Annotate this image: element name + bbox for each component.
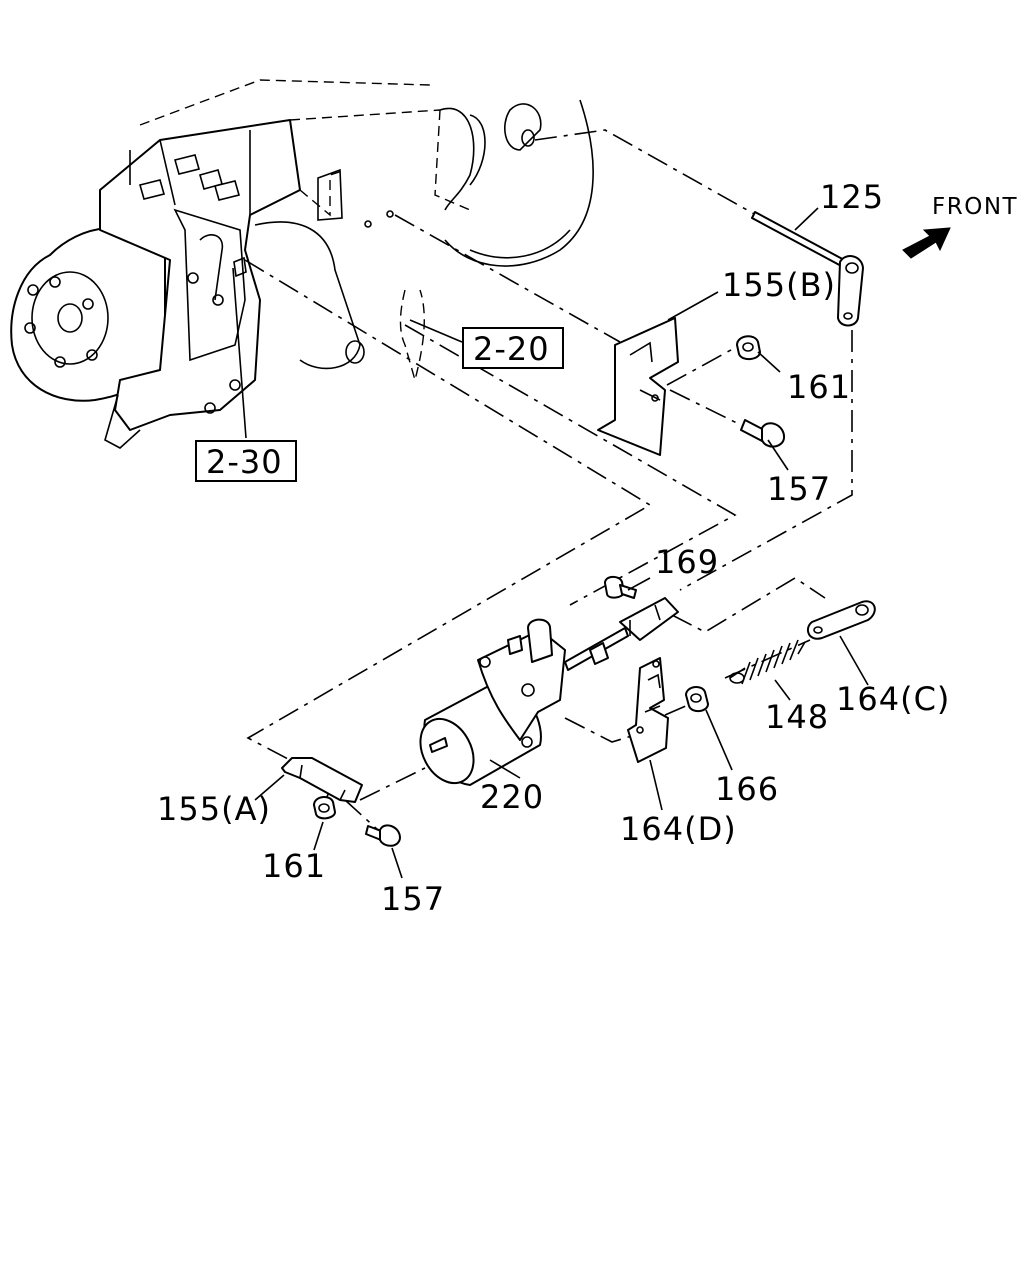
part-148-spring bbox=[729, 639, 806, 685]
part-161-nut-top bbox=[736, 335, 761, 360]
part-125-lever bbox=[751, 211, 864, 327]
label-148: 148 bbox=[765, 698, 829, 736]
label-155b: 155(B) bbox=[722, 266, 836, 304]
part-157-bolt-top bbox=[740, 419, 786, 448]
label-220: 220 bbox=[480, 778, 544, 816]
ref-box-2-30[interactable]: 2-30 bbox=[195, 440, 297, 482]
label-164d: 164(D) bbox=[620, 810, 737, 848]
label-157-top: 157 bbox=[767, 470, 831, 508]
label-166: 166 bbox=[715, 770, 779, 808]
leader-lines bbox=[232, 207, 869, 879]
part-155a-bracket bbox=[281, 757, 363, 803]
label-161-top: 161 bbox=[787, 368, 851, 406]
part-169-pin bbox=[604, 575, 637, 599]
engine-assembly bbox=[10, 79, 594, 449]
center-lines bbox=[244, 129, 853, 831]
part-164d-bracket bbox=[627, 657, 669, 763]
ref-2-20-label: 2-20 bbox=[473, 330, 550, 368]
label-157-bottom: 157 bbox=[381, 880, 445, 918]
part-164c-link bbox=[806, 600, 876, 640]
arrow-northeast-icon bbox=[902, 227, 951, 259]
ref-box-2-20[interactable]: 2-20 bbox=[462, 327, 564, 369]
label-155a: 155(A) bbox=[157, 790, 271, 828]
part-161-nut-bottom bbox=[313, 796, 336, 820]
part-166-nut bbox=[685, 686, 709, 712]
ref-2-30-label: 2-30 bbox=[206, 443, 283, 481]
part-220-actuator bbox=[419, 597, 679, 786]
part-155b-bracket bbox=[597, 317, 679, 456]
label-164c: 164(C) bbox=[836, 680, 950, 718]
label-161-bottom: 161 bbox=[262, 847, 326, 885]
front-label: FRONT bbox=[932, 194, 1018, 220]
front-indicator: FRONT bbox=[902, 194, 1018, 259]
part-157-bolt-bottom bbox=[365, 824, 401, 847]
part-labels: 125 155(B) 161 157 169 164(C) 148 166 16… bbox=[157, 178, 950, 918]
label-125: 125 bbox=[820, 178, 884, 216]
label-169: 169 bbox=[655, 543, 719, 581]
